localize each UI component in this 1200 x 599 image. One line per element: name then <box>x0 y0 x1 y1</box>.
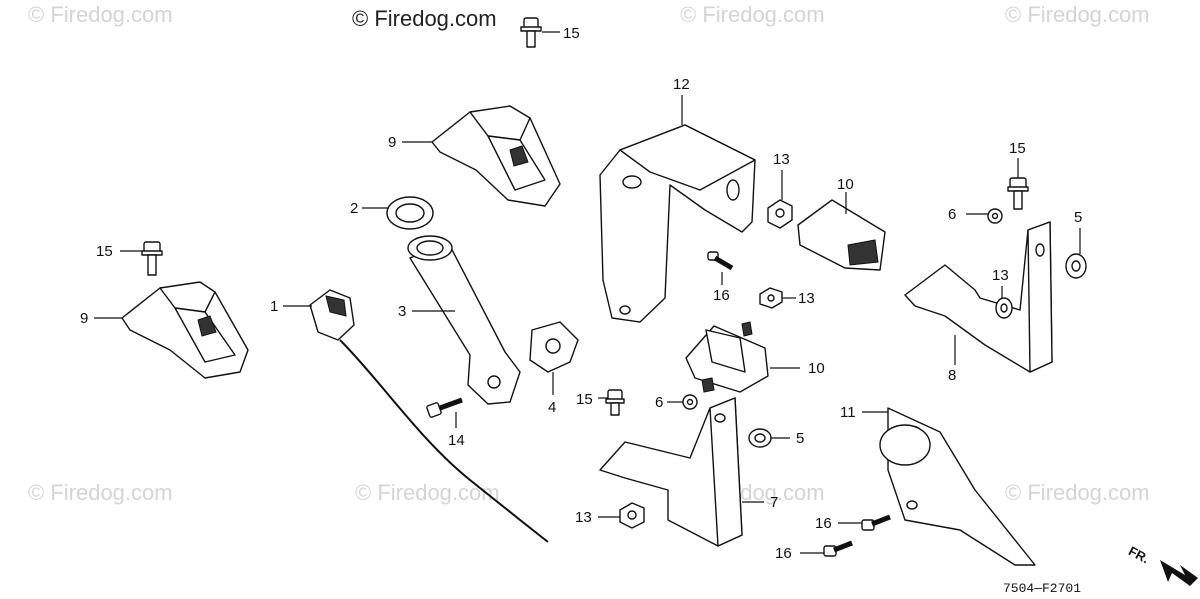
callout-label: 14 <box>448 432 465 449</box>
callout-label: 16 <box>713 287 730 304</box>
collar-part-6-right <box>966 208 1003 224</box>
bolt-part-15-left <box>120 241 163 276</box>
bracket-part-7 <box>599 397 764 547</box>
collar-part-6-mid <box>667 394 698 410</box>
watermark-layer: © Firedog.com © Firedog.com © Firedog.co… <box>28 2 1150 505</box>
direction-label: FR. <box>1126 543 1152 566</box>
gasket-part-4 <box>529 321 579 395</box>
rubber-mount-part-10-upper <box>797 192 886 271</box>
watermark: © Firedog.com <box>355 480 500 505</box>
callout-label: 5 <box>1074 209 1082 226</box>
watermark: © Firedog.com <box>1005 2 1150 27</box>
callout-label: 2 <box>350 200 358 217</box>
bolt-part-14 <box>426 397 463 428</box>
callout-label: 13 <box>992 267 1009 284</box>
watermark: © Firedog.com <box>28 480 173 505</box>
callout-label: 15 <box>576 391 593 408</box>
copyright-watermark: © Firedog.com <box>352 6 497 31</box>
callout-label: 8 <box>948 367 956 384</box>
bolt-part-16-low1 <box>838 514 891 531</box>
callout-label: 15 <box>563 25 580 42</box>
watermark: © Firedog.com <box>680 2 825 27</box>
callout-label: 3 <box>398 303 406 320</box>
plate-part-11 <box>862 407 1036 566</box>
callout-label: 4 <box>548 399 556 416</box>
callout-label: 1 <box>270 298 278 315</box>
callout-label: 11 <box>840 404 856 421</box>
watermark: © Firedog.com <box>1005 480 1150 505</box>
callout-label: 10 <box>837 176 854 193</box>
callout-label: 5 <box>796 430 804 447</box>
bolt-part-15-top <box>520 17 560 48</box>
callout-label: 13 <box>575 509 592 526</box>
watermark: © Firedog.com <box>28 2 173 27</box>
filler-tube-part-3 <box>407 235 521 405</box>
bracket-part-12 <box>599 95 756 323</box>
callout-label: 16 <box>775 545 792 562</box>
grommet-part-5-mid <box>748 428 790 448</box>
callout-label: 15 <box>1009 140 1026 157</box>
mount-part-9-lower <box>94 281 249 379</box>
callout-label: 10 <box>808 360 825 377</box>
front-direction-arrow: FR. <box>1126 543 1198 586</box>
nut-part-13-upper <box>767 170 793 229</box>
rubber-mount-part-10-lower <box>685 321 800 393</box>
dipstick-part-1 <box>283 289 549 543</box>
callout-label: 15 <box>96 243 113 260</box>
callout-label: 7 <box>770 494 778 511</box>
bolt-part-16-mid <box>707 251 734 285</box>
callout-label: 13 <box>773 151 790 168</box>
callout-label: 16 <box>815 515 832 532</box>
callout-layer: 15 9 2 15 9 1 3 4 14 12 16 13 13 10 10 1… <box>80 25 1082 562</box>
callout-label: 9 <box>80 310 88 327</box>
callout-label: 6 <box>655 394 663 411</box>
diagram-code: 7504—F2701 <box>1003 581 1081 596</box>
bolt-part-15-mid <box>598 389 625 416</box>
nut-part-13-lower <box>598 502 645 529</box>
callout-label: 9 <box>388 134 396 151</box>
bolt-part-16-low2 <box>800 540 853 557</box>
grommet-part-5-right <box>1065 228 1087 279</box>
nut-part-13-right <box>995 286 1013 319</box>
nut-part-13-mid <box>759 287 796 309</box>
bolt-part-15-right <box>1007 158 1029 210</box>
callout-label: 12 <box>673 76 690 93</box>
callout-label: 6 <box>948 206 956 223</box>
bracket-part-8 <box>904 221 1053 373</box>
seal-part-2 <box>362 196 434 230</box>
callout-label: 13 <box>798 290 815 307</box>
mount-part-9-upper <box>402 105 561 207</box>
